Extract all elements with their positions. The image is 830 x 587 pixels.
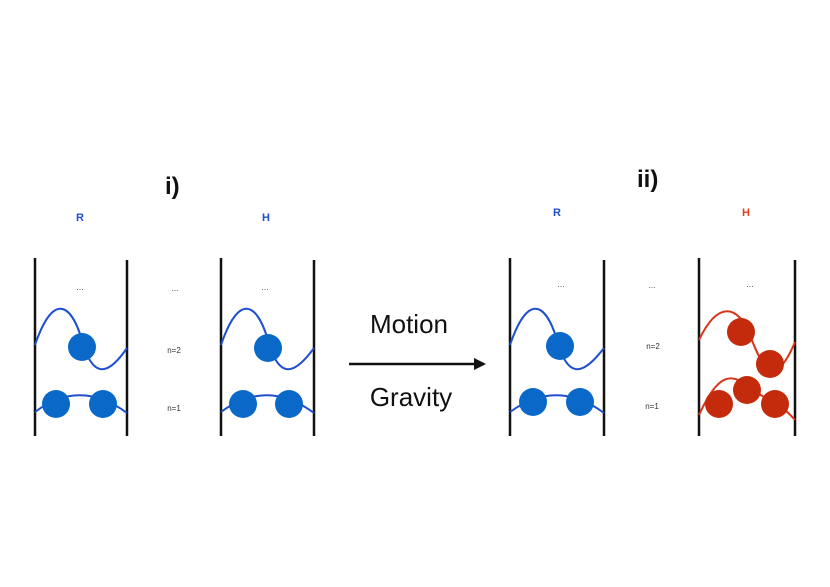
box-i-h: H ... [219,212,316,436]
particle [727,318,755,346]
level-dots-left: ... [172,284,179,293]
panel-label-i: i) [165,173,180,200]
panel-label-ii: ii) [637,166,658,193]
level-dots-right: ... [649,281,656,290]
level-n1-right: n=1 [645,402,659,411]
box-ii-h: H ... [697,207,797,436]
particle [229,390,257,418]
particle [275,390,303,418]
level-n1-left: n=1 [167,404,181,413]
particle [761,390,789,418]
particle [89,390,117,418]
box-label-ii-r: R [553,207,561,219]
box-label-ii-h: H [742,207,750,219]
particle [68,333,96,361]
particle [254,334,282,362]
box-label-i-r: R [76,212,84,224]
dots-label: ... [746,279,754,289]
arrow-top-text: Motion [370,309,448,339]
particle [733,376,761,404]
particle [756,350,784,378]
particle [42,390,70,418]
dots-label: ... [261,282,269,292]
particle [705,390,733,418]
arrow-bottom-text: Gravity [370,382,452,412]
dots-label: ... [76,282,84,292]
particle [546,332,574,360]
box-i-r: R ... [33,212,129,436]
box-label-i-h: H [262,212,270,224]
dots-label: ... [557,279,565,289]
particle [519,388,547,416]
particle [566,388,594,416]
box-ii-r: R ... [508,207,606,436]
level-n2-right: n=2 [646,342,660,351]
level-n2-left: n=2 [167,346,181,355]
